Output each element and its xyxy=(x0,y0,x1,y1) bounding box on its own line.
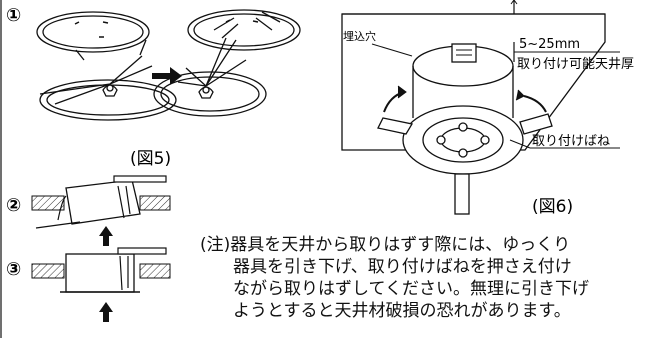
step-1-number: ① xyxy=(6,5,21,26)
fig5-arrow xyxy=(152,67,182,85)
fig5-fixture-right xyxy=(153,9,301,117)
fig6-thickness-label: 取り付け可能天井厚 xyxy=(517,57,634,72)
fig6-fixture xyxy=(377,43,553,215)
fig6-spring-label: 取り付けばね xyxy=(532,134,610,149)
spring-leader xyxy=(509,139,531,149)
fig6-rotation-arrows xyxy=(383,85,547,113)
hole-leader xyxy=(371,43,413,57)
step2-ceiling-section xyxy=(31,175,171,229)
fig6-caption: (図6) xyxy=(532,197,573,217)
step-2-number: ② xyxy=(6,195,21,216)
note-line-3: ながら取りはずしてください。無理に引き下げ xyxy=(233,279,589,299)
note-prefix: (注) xyxy=(200,235,231,255)
step-3-number: ③ xyxy=(6,259,21,280)
caution-note: (注)器具を天井から取りはずす際には、ゆっくり 器具を引き下げ、取り付けばねを押… xyxy=(200,234,656,322)
note-line-4: ようとすると天井材破損の恐れがあります。 xyxy=(233,301,571,321)
note-line-1: 器具を天井から取りはずす際には、ゆっくり xyxy=(230,235,571,255)
note-line-2: 器具を引き下げ、取り付けばねを押さえ付け xyxy=(233,257,572,277)
fig6-hole-label: 埋込穴 xyxy=(343,29,376,43)
fig5-fixture-left xyxy=(36,11,177,121)
step2-push-arrow xyxy=(99,226,113,246)
step3-ceiling-section xyxy=(31,247,171,293)
fig6-thickness-range: 5~25mm xyxy=(519,37,580,52)
step3-push-arrow xyxy=(99,302,113,322)
fig5-caption: (図5) xyxy=(130,149,171,169)
